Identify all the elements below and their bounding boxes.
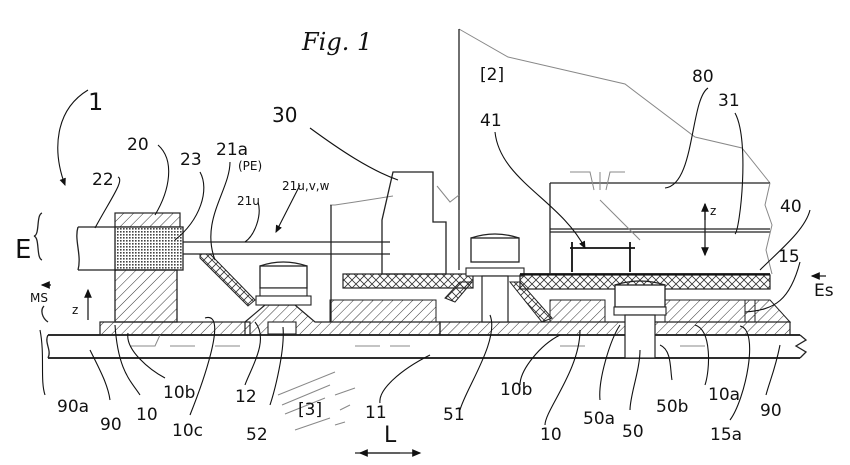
region-3-label: [3] [298, 400, 322, 420]
axis-markers [33, 212, 826, 457]
label-12: 12 [235, 387, 257, 407]
label-90a: 90a [57, 397, 89, 417]
axis-E: E [15, 235, 31, 265]
label-50b: 50b [656, 397, 688, 417]
leader-lines [39, 87, 811, 426]
region-3-hatch [277, 371, 356, 431]
figure-title: Fig. 1 [301, 28, 372, 56]
axis-MS: MS [30, 291, 48, 305]
block-20 [76, 212, 390, 323]
axis-z-left: z [72, 303, 78, 317]
label-10a: 10a [708, 385, 740, 405]
label-90-left: 90 [100, 415, 122, 435]
label-30: 30 [272, 103, 297, 127]
component-30 [329, 171, 474, 323]
label-80: 80 [692, 67, 714, 87]
reference-numerals: 1 20 22 23 21a (PE) 21u 21u,v,w 30 41 80… [57, 67, 802, 445]
screw-50 [613, 280, 667, 359]
label-22: 22 [92, 170, 114, 190]
axis-z-right: z [710, 204, 716, 218]
label-51: 51 [443, 405, 465, 425]
label-41: 41 [480, 111, 502, 131]
plate-40 [519, 273, 792, 323]
label-1: 1 [88, 88, 103, 116]
label-21uvw: 21u,v,w [282, 179, 330, 193]
label-52: 52 [246, 425, 268, 445]
label-10b-left: 10b [163, 383, 195, 403]
label-40: 40 [780, 197, 802, 217]
label-21a: 21a [216, 140, 248, 160]
label-23: 23 [180, 150, 202, 170]
label-10b-right: 10b [500, 380, 532, 400]
label-50a: 50a [583, 409, 615, 429]
label-10-right: 10 [540, 425, 562, 445]
label-10-left: 10 [136, 405, 158, 425]
axis-L: L [384, 423, 397, 448]
label-15: 15 [778, 247, 800, 267]
label-50: 50 [622, 422, 644, 442]
region-2-label: [2] [480, 65, 504, 85]
label-11: 11 [365, 403, 387, 423]
label-PE: (PE) [238, 159, 262, 173]
label-90-right: 90 [760, 401, 782, 421]
label-31: 31 [718, 91, 740, 111]
label-10c: 10c [172, 421, 203, 441]
axis-Es: Es [814, 281, 834, 301]
screw-51 [444, 233, 553, 323]
region-2-outline [330, 28, 771, 270]
box-80 [549, 171, 773, 275]
label-21u: 21u [237, 194, 260, 208]
label-20: 20 [127, 135, 149, 155]
label-15a: 15a [710, 425, 742, 445]
screw-52 [255, 261, 312, 306]
